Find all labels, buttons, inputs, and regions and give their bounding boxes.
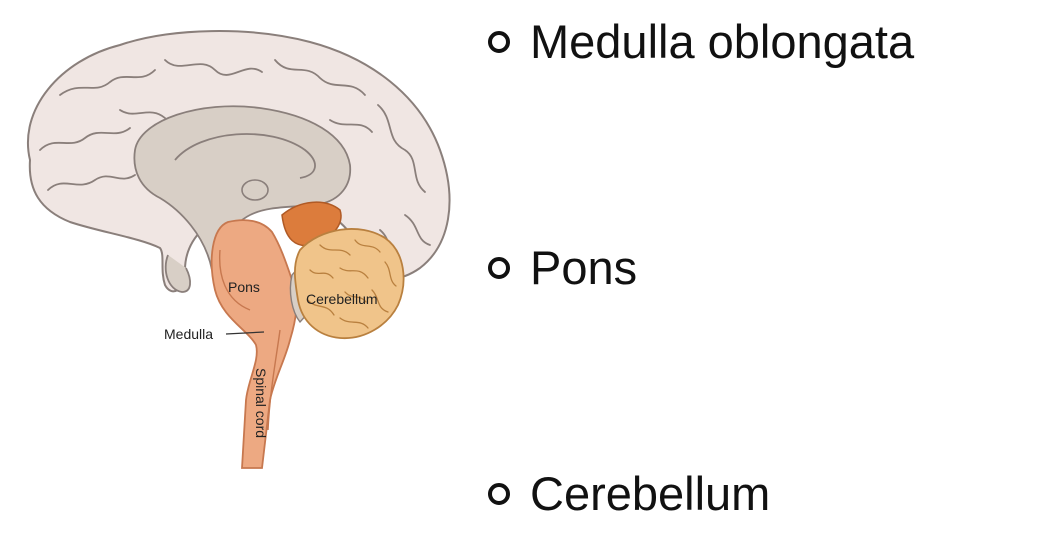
bullet-text: Pons — [530, 241, 638, 294]
bullet-list: Medulla oblongata Pons Cerebellum — [488, 0, 1028, 554]
bullet-circle-icon — [488, 257, 510, 279]
cerebellum-folia — [307, 239, 397, 329]
bullet-item-pons: Pons — [488, 238, 637, 298]
bullet-circle-icon — [488, 483, 510, 505]
brain-sagittal-diagram: Pons Cerebellum Medulla Spinal cord — [27, 30, 451, 469]
thalamus — [241, 179, 269, 201]
bullet-item-cerebellum: Cerebellum — [488, 464, 770, 524]
label-spinal-cord: Spinal cord — [253, 368, 269, 438]
label-medulla: Medulla — [164, 326, 213, 342]
bullet-text: Cerebellum — [530, 467, 771, 520]
bullet-item-medulla: Medulla oblongata — [488, 12, 914, 72]
brainstem — [210, 219, 298, 469]
pituitary — [164, 254, 191, 293]
bullet-circle-icon — [488, 31, 510, 53]
pons-outline — [218, 249, 251, 311]
fornix — [174, 133, 316, 179]
cerebellum — [293, 228, 405, 339]
spinal-cord-line — [267, 329, 281, 431]
bullet-text: Medulla oblongata — [530, 15, 915, 68]
label-pons: Pons — [228, 279, 260, 295]
label-medulla-leader — [225, 331, 265, 335]
label-cerebellum: Cerebellum — [306, 291, 378, 307]
